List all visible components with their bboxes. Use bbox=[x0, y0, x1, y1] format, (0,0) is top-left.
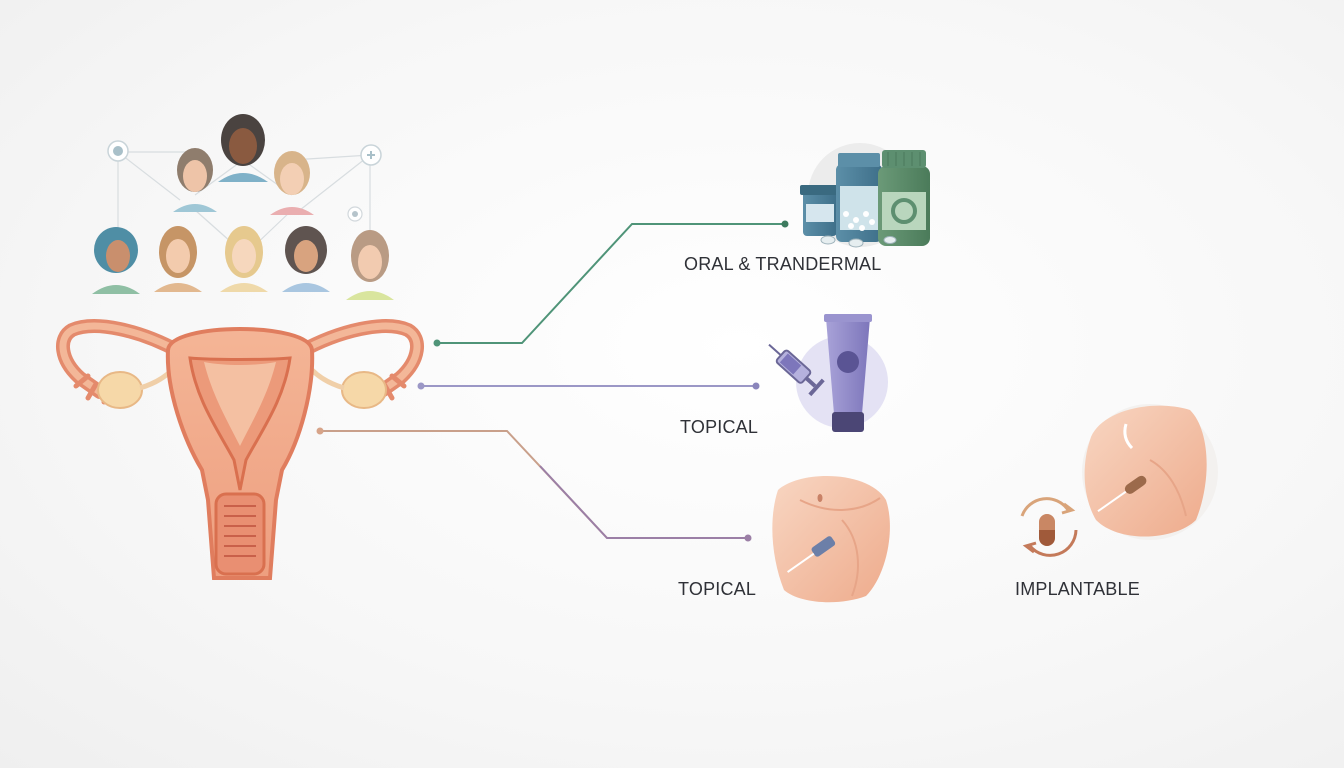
oral-transdermal-label: ORAL & TRANDERMAL bbox=[684, 254, 882, 274]
abdomen-injection-icon bbox=[772, 476, 890, 603]
connector-topical-lower bbox=[316, 427, 752, 542]
avatar-woman-5 bbox=[154, 226, 202, 292]
avatar-woman-8 bbox=[346, 230, 394, 300]
avatar-woman-3 bbox=[270, 151, 314, 215]
network-node-left-icon bbox=[107, 140, 129, 162]
uterus-icon bbox=[56, 319, 424, 580]
avatar-woman-7 bbox=[282, 226, 330, 292]
network-node-small-icon bbox=[347, 206, 363, 222]
connector-topical-upper bbox=[417, 382, 760, 390]
avatar-woman-2 bbox=[173, 148, 217, 212]
network-node-right-icon bbox=[360, 144, 382, 166]
connector-oral bbox=[433, 220, 789, 347]
topical-lower-label: TOPICAL bbox=[678, 579, 757, 599]
women-network-icon bbox=[92, 114, 394, 300]
avatar-woman-6 bbox=[220, 226, 268, 292]
capsule-cycle-icon bbox=[1020, 497, 1078, 557]
avatar-woman-1 bbox=[218, 114, 268, 182]
avatar-woman-4 bbox=[92, 227, 140, 294]
implantable-label: IMPLANTABLE bbox=[1015, 579, 1140, 599]
pill-bottles-icon bbox=[800, 143, 930, 248]
syringe-cream-tube-icon bbox=[768, 314, 888, 432]
implant-capsule-icon bbox=[1020, 404, 1218, 557]
topical-upper-label: TOPICAL bbox=[680, 417, 759, 437]
